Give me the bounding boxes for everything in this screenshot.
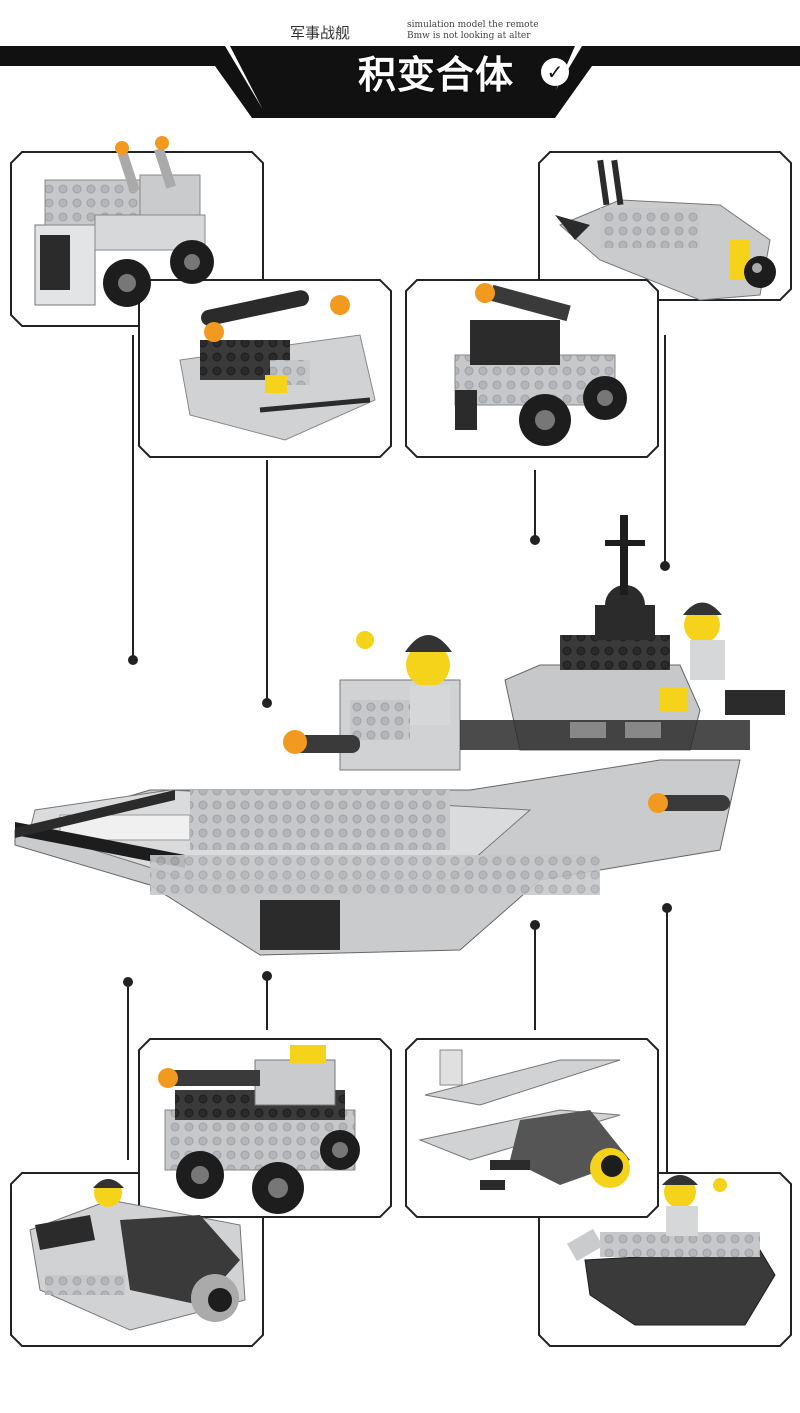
jet-icon [29, 1179, 246, 1331]
subtitle-english: simulation model the remote Bmw is not l… [407, 20, 547, 42]
subtitle-chinese: 军事战舰 [290, 24, 351, 42]
checkmark-circle-icon: ✓ [541, 58, 569, 86]
tank-icon [158, 1045, 360, 1214]
page-title: 积变合体 [358, 53, 515, 97]
subtitle-english-line1: simulation model the remote [407, 20, 539, 30]
hovercraft-icon [179, 290, 376, 441]
header-banner [0, 46, 800, 118]
biplane-icon [418, 1049, 630, 1190]
submarine-icon [555, 159, 776, 301]
subtitle-english-line2: Bmw is not looking at alter [407, 31, 531, 41]
cannon-truck-icon [454, 283, 627, 446]
connector-lines [123, 335, 672, 1190]
truck-icon [34, 136, 214, 307]
battleship-icon [14, 515, 785, 956]
boat-icon [567, 1175, 776, 1326]
